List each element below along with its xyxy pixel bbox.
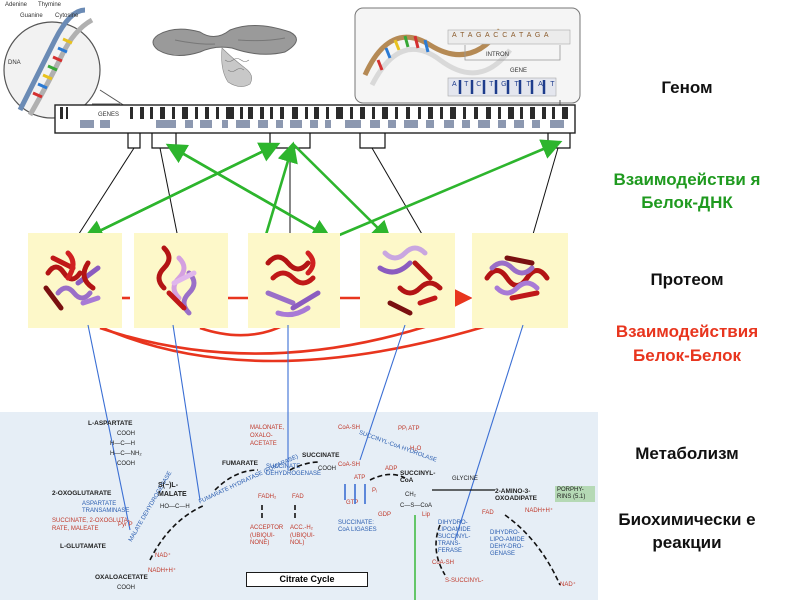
h2o-label: H₂O — [410, 446, 422, 452]
atp-label: ATP — [354, 475, 366, 481]
rate-maleate-label: RATE, MALEATE — [52, 526, 99, 532]
protein-protein-label-line1: Взаимодействия — [615, 322, 759, 341]
protein-box-4 — [360, 233, 455, 328]
chromosome-illustration — [152, 25, 297, 87]
sequence-bottom: A T C T G T T A T — [452, 81, 558, 88]
pp-atp-label: PPᵢ ATP — [398, 426, 420, 432]
gene-brackets — [127, 133, 571, 149]
biochemical-reactions-label: Биохимически е реакции — [618, 510, 756, 552]
succinyl-cscoa: C—S—CoA — [400, 503, 433, 509]
oxaloacetate-label: OXALOACETATE — [95, 574, 148, 581]
lip-label: Lip — [422, 512, 431, 518]
aspartate-hch: H—C—H — [110, 441, 135, 447]
acetate-label: ACETATE — [250, 441, 277, 447]
citrate-cycle-box: Citrate Cycle — [246, 572, 368, 587]
aspartate-cooh-2: COOH — [117, 461, 135, 467]
acceptor-label: ACCEPTOR — [250, 525, 284, 531]
protein-structure-3 — [265, 250, 321, 318]
succinate-label: SUCCINATE — [302, 452, 340, 459]
l-aspartate-label: L-ASPARTATE — [88, 420, 133, 427]
succinyl-ch2: CH₂ — [405, 492, 416, 498]
ubiquinol-label: (UBIQUI-NOL) — [290, 533, 315, 546]
fadh2-label: FADH₂ — [258, 494, 277, 500]
fad-label-1: FAD — [292, 494, 304, 500]
malonate-label: MALONATE, — [250, 425, 285, 431]
metabolism-label: Метаболизм — [635, 444, 739, 463]
gene-label: GENE — [510, 68, 528, 74]
s-l-malate-label: S(−)L- — [158, 482, 179, 489]
gene-inset — [354, 7, 581, 106]
dihydrolipoamide-succinyltransferase-label: DIHYDRO-LIPOAMIDE SUCCINYL-TRANS-FERASE — [438, 520, 471, 554]
nadh-label-1: NADH+H⁺ — [148, 568, 177, 574]
protein-structure-1 — [43, 250, 101, 311]
l-glutamate-label: L-GLUTAMATE — [60, 543, 106, 550]
coa-sh-label-3: CoA-SH — [432, 560, 455, 566]
protein-box-2 — [134, 233, 228, 328]
succinyl-coa-label: SUCCINYL-CoA — [400, 470, 436, 485]
pyr-p-label: Pyr P — [118, 522, 133, 528]
aspartate-cooh-1: COOH — [117, 431, 135, 437]
protein-dna-arrows — [82, 139, 563, 242]
succinate-coa-ligases-label: SUCCINATE: CoA LIGASES — [338, 520, 377, 533]
protein-box-3 — [248, 233, 340, 328]
genome-bar — [54, 103, 576, 134]
oxaloacetate-cooh: COOH — [117, 585, 135, 591]
amino-oxoadipate-label: 2-AMINO-3-OXOADIPATE — [495, 488, 538, 503]
ubiquinone-label: (UBIQUI-NONE) — [250, 533, 275, 546]
aspartate-transaminase-label: ASPARTATE TRANSAMINASE — [82, 501, 130, 514]
oxoglutarate-label: 2-OXOGLUTARATE — [52, 490, 112, 497]
nad-label-1: NAD⁺ — [155, 553, 171, 559]
sequence-top: A T A G A C C A T A G A — [452, 32, 550, 39]
genome-label: Геном — [661, 78, 713, 97]
acc-h2-label: ACC.-H₂ — [290, 525, 313, 531]
dna-inset — [3, 7, 129, 119]
s-succinyl-label: S-SUCCINYL- — [445, 578, 484, 584]
adp-label: ADP — [385, 466, 398, 472]
gtp-label: GTP — [346, 500, 359, 506]
fumarate-label: FUMARATE — [222, 460, 258, 467]
cytosine-label: Cytosine — [55, 13, 79, 19]
genes-label: GENES — [98, 112, 120, 118]
coa-sh-label-2: CoA-SH — [338, 462, 361, 468]
protein-dna-interaction-label: Взаимодействи я Белок-ДНК — [613, 170, 761, 212]
succinate-cooh: COOH — [318, 466, 336, 472]
dna-label: DNA — [8, 60, 21, 66]
protein-structure-5 — [484, 255, 550, 301]
gdp-label: GDP — [378, 512, 392, 518]
nadh-label-2: NADH+H⁺ — [525, 508, 554, 514]
protein-box-5 — [472, 233, 568, 328]
dihydrolipoamide-dehydrogenase-label: DIHYDRO-LIPO-AMIDE DEHY-DRO-GENASE — [490, 530, 525, 557]
proteome-label: Протеом — [650, 270, 724, 289]
malate-hoch: HO—C—H — [160, 504, 190, 510]
protein-structure-2 — [156, 245, 197, 316]
porphyrins-label: PORPHY-RINS (5.1) — [555, 486, 595, 502]
succinate-dehydrogenase-label: SUCCINATE DEHYDROGENASE — [266, 464, 322, 477]
guanine-label: Guanine — [20, 13, 43, 19]
oxalo-label: OXALO- — [250, 433, 273, 439]
intron-label: INTRON — [486, 52, 509, 58]
protein-protein-label-line2: Белок-Белок — [633, 346, 741, 365]
aspartate-hcnh2: H—C—NH₂ — [110, 451, 142, 457]
adenine-label: Adenine — [5, 2, 28, 8]
nad-label-2: NAD⁺ — [560, 582, 576, 588]
protein-box-1 — [28, 233, 122, 328]
protein-structure-4 — [377, 245, 443, 316]
malate-label: MALATE — [158, 491, 187, 498]
glycine-label: GLYCINE — [452, 476, 478, 482]
succinate-oxogluta-label: SUCCINATE, 2-OXOGLUTA- — [52, 518, 130, 524]
pi-label: Pᵢ — [372, 488, 377, 494]
coa-sh-label-1: CoA-SH — [338, 425, 361, 431]
fad-label-2: FAD — [482, 510, 494, 516]
thymine-label: Thymine — [38, 2, 62, 8]
